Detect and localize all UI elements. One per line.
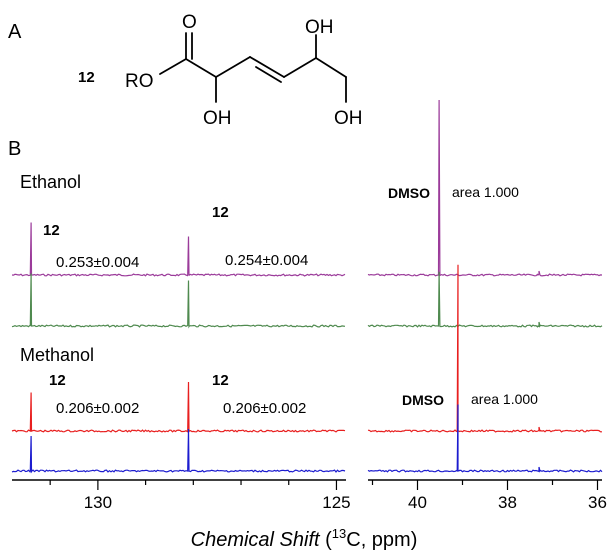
solvent-label-ethanol: Ethanol (20, 172, 81, 192)
peak-label-ethanol-1: 12 (43, 222, 60, 239)
spectra-traces (11, 99, 603, 474)
carbonyl-o-label: O (182, 12, 197, 33)
dmso-label-methanol: DMSO (402, 392, 444, 408)
x-axes: 130 125 40 38 36 (12, 479, 607, 512)
compound-number-label: 12 (78, 69, 95, 86)
dmso-area-ethanol: area 1.000 (452, 184, 519, 200)
solvent-label-methanol: Methanol (20, 345, 94, 365)
x-axis-label: Chemical Shift (13C, ppm) (191, 526, 418, 551)
x-axis-label-italic: Chemical Shift (191, 529, 321, 551)
hydroxyl-c2-label: OH (203, 108, 232, 129)
spectrum-right-methanol-2 (367, 404, 603, 473)
bond-o-c1 (159, 58, 187, 75)
hydroxyl-c5-label: OH (305, 17, 334, 38)
x-tick-label-left-130: 130 (84, 493, 112, 512)
x-tick-label-left-125: 125 (322, 493, 350, 512)
spectrum-right-ethanol-2 (367, 271, 603, 328)
dmso-area-methanol: area 1.000 (471, 391, 538, 407)
spectrum-left-methanol-1 (11, 381, 346, 434)
spectrum-right-ethanol-1 (367, 99, 603, 277)
molecule-structure (159, 32, 347, 103)
dmso-label-ethanol: DMSO (388, 185, 430, 201)
spectrum-right-methanol-1 (367, 264, 602, 433)
bond-c3-c4 (249, 56, 285, 78)
bond-c1-c2 (185, 58, 217, 78)
ester-ro-label: RO (125, 71, 154, 92)
spectrum-left-ethanol-2 (11, 273, 346, 329)
panel-label-b: B (8, 138, 21, 160)
ratio-label-ethanol-1: 0.253±0.004 (56, 254, 139, 271)
x-tick-label-right-38: 38 (498, 493, 517, 512)
bond-c4-c5 (283, 57, 317, 78)
ratio-label-methanol-1: 0.206±0.002 (56, 400, 139, 417)
hydroxyl-c6-label: OH (334, 108, 363, 129)
x-axis-label-unit: C, ppm) (346, 529, 417, 551)
peak-label-ethanol-2: 12 (212, 204, 229, 221)
panel-label-a: A (8, 21, 22, 43)
peak-label-methanol-2: 12 (212, 372, 229, 389)
ratio-label-methanol-2: 0.206±0.002 (223, 400, 306, 417)
x-tick-label-right-40: 40 (408, 493, 427, 512)
bond-c5-c6 (315, 57, 347, 78)
bond-c2-c3 (215, 56, 251, 78)
spectrum-left-ethanol-1 (11, 222, 346, 277)
x-tick-label-right-36: 36 (588, 493, 607, 512)
bond-c3-c4-double (255, 66, 282, 83)
spectrum-left-methanol-2 (11, 428, 346, 474)
ratio-label-ethanol-2: 0.254±0.004 (225, 252, 308, 269)
peak-label-methanol-1: 12 (49, 372, 66, 389)
x-axis-label-isotope: 13 (332, 526, 346, 541)
x-axis-label-open: ( (320, 529, 333, 551)
